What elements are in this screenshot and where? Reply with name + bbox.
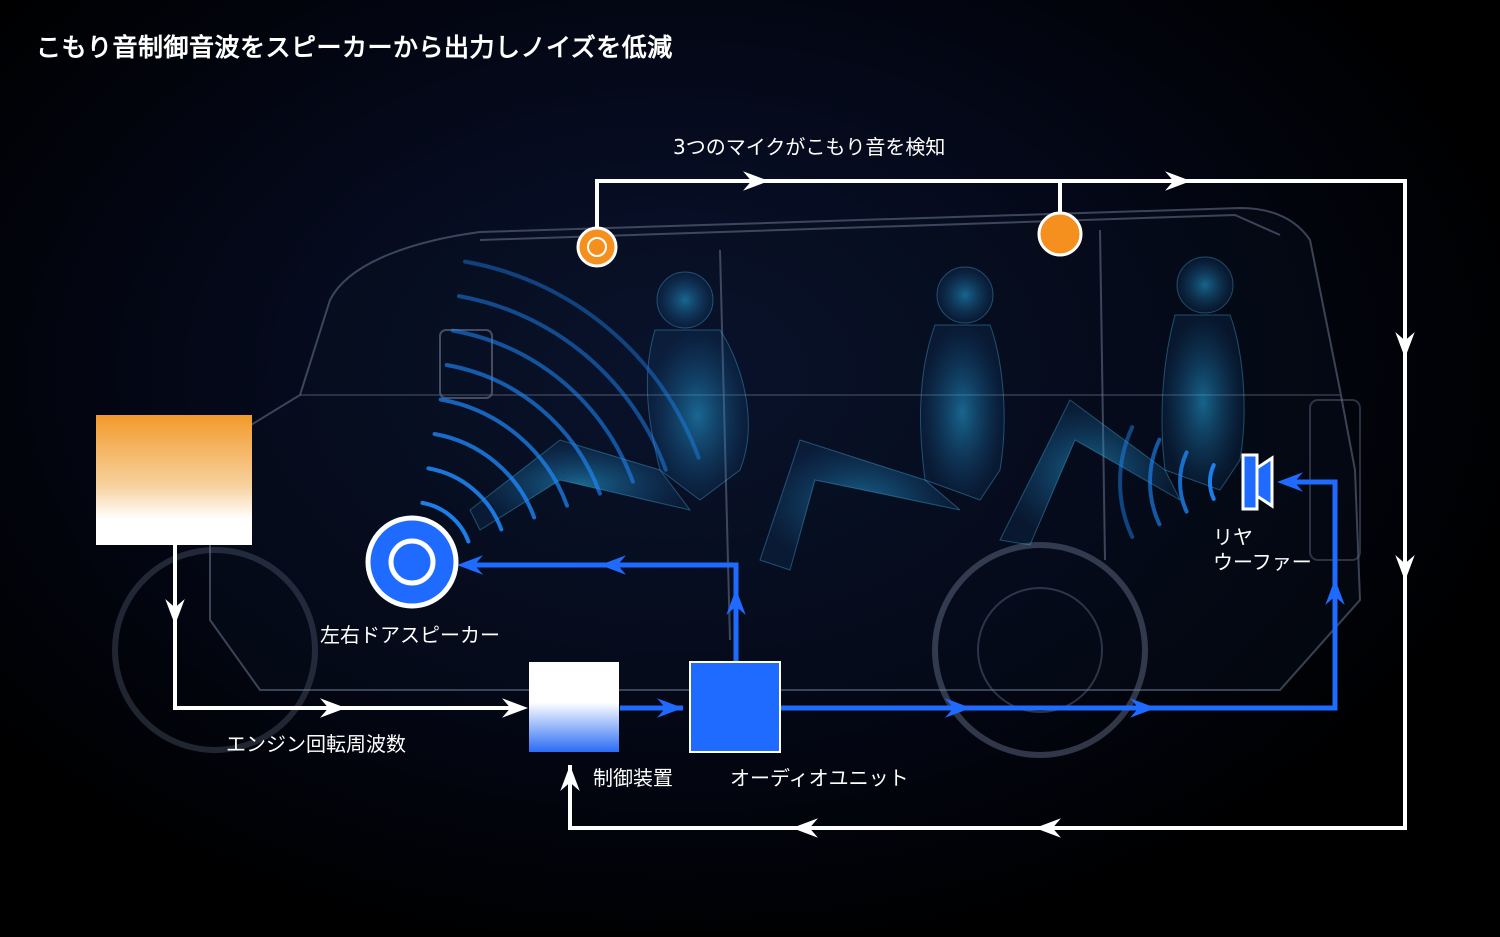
- arrow-icon: [560, 765, 580, 791]
- controller-label: 制御装置: [593, 766, 673, 790]
- controller-block: [529, 662, 619, 752]
- engine-block: [96, 415, 252, 545]
- sound-wave-arc: [426, 466, 504, 532]
- sound-wave-arc: [463, 259, 701, 460]
- arrow-icon: [726, 589, 746, 615]
- arrow-icon: [1165, 171, 1191, 191]
- arrow-icon: [320, 698, 346, 718]
- microphone-rear-icon: [1037, 211, 1083, 257]
- arrow-icon: [502, 698, 528, 718]
- sound-wave-arc: [432, 432, 537, 520]
- mic-signal-path: [173, 179, 1407, 830]
- audio-unit-label: オーディオユニット: [730, 766, 909, 790]
- sound-wave-arc: [1118, 425, 1135, 539]
- rear-woofer-label: リヤ ウーファー: [1213, 525, 1312, 575]
- sound-wave-arc: [1178, 450, 1189, 514]
- arrow-icon: [457, 555, 483, 575]
- microphone-front-icon: [576, 226, 618, 268]
- rear-woofer-icon: [1241, 453, 1274, 511]
- audio-unit-block: [689, 661, 781, 753]
- flow-arrows: [165, 171, 1415, 838]
- arrow-icon: [1277, 472, 1303, 492]
- sound-wave-arc: [450, 328, 635, 484]
- passenger-figures: [469, 256, 1245, 571]
- sound-wave-arc: [1208, 463, 1216, 501]
- arrow-icon: [1395, 555, 1415, 581]
- sound-wave-arc: [456, 294, 668, 472]
- arrow-icon: [657, 698, 683, 718]
- rear-woofer-label-line2: ウーファー: [1213, 550, 1312, 574]
- sound-wave-arc: [438, 397, 569, 508]
- mic-detect-label: 3つのマイクがこもり音を検知: [673, 135, 946, 159]
- arrow-icon: [945, 698, 971, 718]
- arrow-icon: [600, 555, 626, 575]
- page-title: こもり音制御音波をスピーカーから出力しノイズを低減: [36, 33, 673, 62]
- sound-wave-arc: [444, 363, 602, 496]
- arrow-icon: [1130, 698, 1156, 718]
- arrow-icon: [1395, 332, 1415, 358]
- arrow-icon: [792, 818, 818, 838]
- door-speaker-label: 左右ドアスピーカー: [320, 623, 500, 647]
- engine-rpm-label: エンジン回転周波数: [226, 732, 406, 756]
- arrow-icon: [165, 599, 185, 625]
- rear-woofer-label-line1: リヤ: [1213, 525, 1253, 549]
- vehicle-illustration: [112, 206, 1362, 758]
- sound-wave-arc: [1148, 437, 1162, 527]
- sound-wave-arc: [420, 500, 471, 544]
- arrow-icon: [1035, 818, 1061, 838]
- door-speaker-icon: [365, 515, 459, 609]
- arrow-icon: [743, 171, 769, 191]
- arrow-icon: [1325, 579, 1345, 605]
- sound-waves: [420, 259, 1216, 544]
